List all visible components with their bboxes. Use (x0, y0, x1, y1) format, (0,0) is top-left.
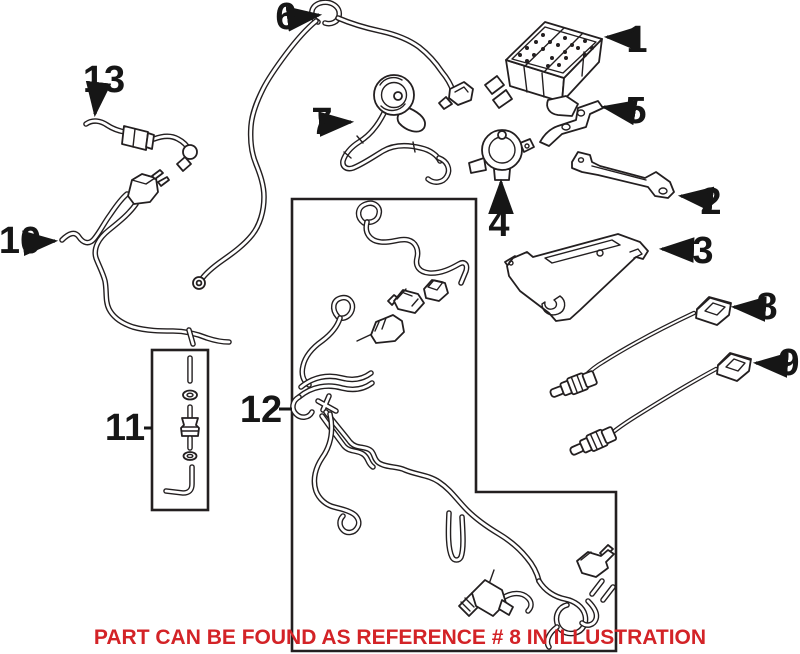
callout-label-3: 3 (692, 230, 713, 272)
callout-1: 1 (603, 19, 648, 61)
callout-label-7: 7 (311, 101, 332, 143)
fitting-kit-drawing-part11 (150, 348, 210, 512)
callout-label-4: 4 (488, 203, 509, 245)
callout-label-11: 11 (105, 407, 145, 449)
shield-plate-drawing-part3 (504, 233, 649, 322)
hose-harness-drawing-part12 (290, 197, 618, 653)
callout-5: 5 (600, 90, 647, 132)
damper-body (121, 125, 149, 151)
callout-label-6: 6 (275, 0, 296, 38)
small-bracket-drawing-part5 (539, 100, 604, 147)
callout-label-13: 13 (83, 59, 125, 101)
callout-label-2: 2 (700, 181, 721, 223)
long-bracket-drawing-part2 (571, 151, 675, 199)
vent-hose-drawing-part6 (192, 0, 474, 290)
callout-4: 4 (488, 178, 514, 245)
callout-3: 3 (658, 230, 714, 272)
callout-label-9: 9 (778, 342, 799, 384)
callout-label-5: 5 (625, 90, 646, 132)
canister-vent-dots (518, 33, 594, 68)
reference-caption: PART CAN BE FOUND AS REFERENCE # 8 IN IL… (93, 626, 707, 649)
callout-label-12: 12 (240, 389, 282, 431)
sensor-connector-plug (695, 296, 732, 326)
part11-frame (150, 348, 210, 512)
callout-label-1: 1 (626, 19, 647, 61)
purge-valve-drawing-part4 (468, 129, 535, 181)
o-ring (182, 389, 198, 401)
callout-8: 8 (730, 286, 778, 328)
callout-9: 9 (752, 342, 800, 384)
callout-12: 12 (240, 389, 292, 431)
hose-elbow-connector (448, 81, 474, 106)
o-ring (182, 451, 198, 461)
harness-connector (423, 279, 449, 302)
sensor-connector-plug (716, 352, 752, 382)
callout-2: 2 (677, 181, 722, 223)
oxygen-sensor-drawing-part8 (549, 296, 732, 398)
callout-11: 11 (105, 407, 152, 449)
tee-connector (576, 549, 615, 578)
callout-7: 7 (311, 101, 355, 143)
vacuum-hose-drawing-part10 (59, 169, 232, 347)
charcoal-canister-drawing-part1 (484, 21, 603, 117)
callout-label-10: 10 (0, 220, 41, 262)
part12-frame (290, 197, 618, 653)
filler-hose-drawing-part7 (340, 74, 452, 185)
callout-10: 10 (0, 220, 59, 262)
callout-13: 13 (83, 59, 125, 118)
callout-6: 6 (275, 0, 323, 38)
callout-label-8: 8 (756, 286, 777, 328)
harness-connector (393, 289, 425, 314)
hose-damper-drawing-part13 (83, 118, 198, 172)
oxygen-sensor-drawing-part9 (569, 352, 752, 456)
